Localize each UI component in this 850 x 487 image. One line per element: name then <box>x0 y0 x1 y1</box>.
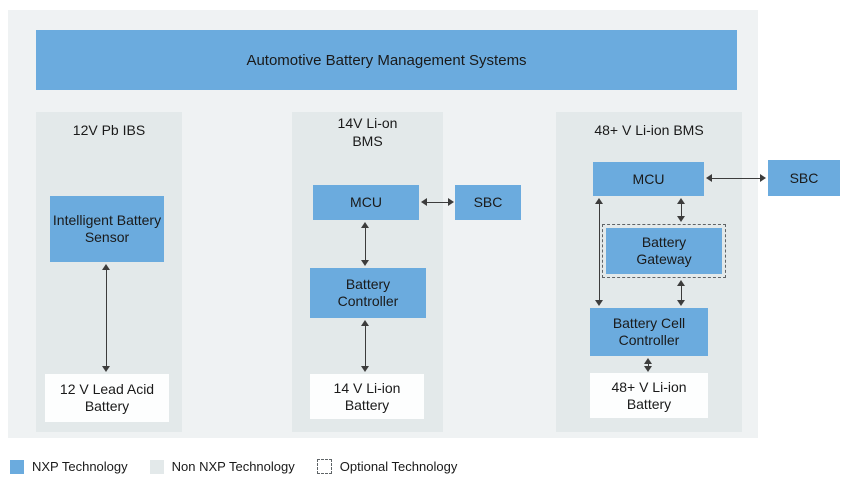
legend-label: NXP Technology <box>32 459 128 474</box>
column-header-48v: 48+ V Li-ion BMS <box>594 122 704 138</box>
sbc-box-14v: SBC <box>455 185 521 220</box>
column-header-14v: 14V Li-on BMS <box>337 115 398 149</box>
title-banner: Automotive Battery Management Systems <box>36 30 737 90</box>
arrow-cell-controller-to-48v-battery <box>644 358 653 372</box>
arrow-mcu-to-cell-controller-bypass <box>595 198 604 306</box>
nxp-technology-swatch <box>10 459 24 474</box>
arrow-mcu-to-battery-controller <box>361 222 370 266</box>
arrow-mcu-to-sbc-48v <box>706 174 766 183</box>
non-nxp-technology-swatch <box>149 459 164 474</box>
intelligent-battery-sensor-box: Intelligent Battery Sensor <box>50 196 164 262</box>
lead-acid-battery-box: 12 V Lead Acid Battery <box>45 374 169 422</box>
mcu-box-14v: MCU <box>313 185 419 220</box>
legend-item-optional: Optional Technology <box>316 459 458 474</box>
arrow-sensor-to-lead-acid-battery <box>102 264 111 372</box>
mcu-box-48v: MCU <box>593 162 704 196</box>
arrow-mcu-to-sbc-14v <box>421 198 454 207</box>
diagram-title: Automotive Battery Management Systems <box>246 51 527 69</box>
legend-item-nxp: NXP Technology <box>10 459 128 474</box>
optional-technology-swatch <box>316 459 332 474</box>
li-ion-battery-box-14v: 14 V Li-ion Battery <box>310 374 424 419</box>
arrow-controller-to-14v-battery <box>361 320 370 372</box>
legend-item-non-nxp: Non NXP Technology <box>149 459 295 474</box>
battery-controller-box: Battery Controller <box>310 268 426 318</box>
battery-gateway-optional-box: Battery Gateway <box>602 224 726 278</box>
column-header-12v: 12V Pb IBS <box>72 122 146 138</box>
battery-cell-controller-box: Battery Cell Controller <box>590 308 708 356</box>
li-ion-battery-box-48v: 48+ V Li-ion Battery <box>590 373 708 418</box>
legend-label: Non NXP Technology <box>171 459 295 474</box>
legend-label: Optional Technology <box>339 459 458 474</box>
legend: NXP Technology Non NXP Technology Option… <box>10 459 457 474</box>
arrow-mcu-to-battery-gateway <box>677 198 686 222</box>
sbc-box-48v: SBC <box>768 160 840 196</box>
arrow-gateway-to-cell-controller <box>677 280 686 306</box>
